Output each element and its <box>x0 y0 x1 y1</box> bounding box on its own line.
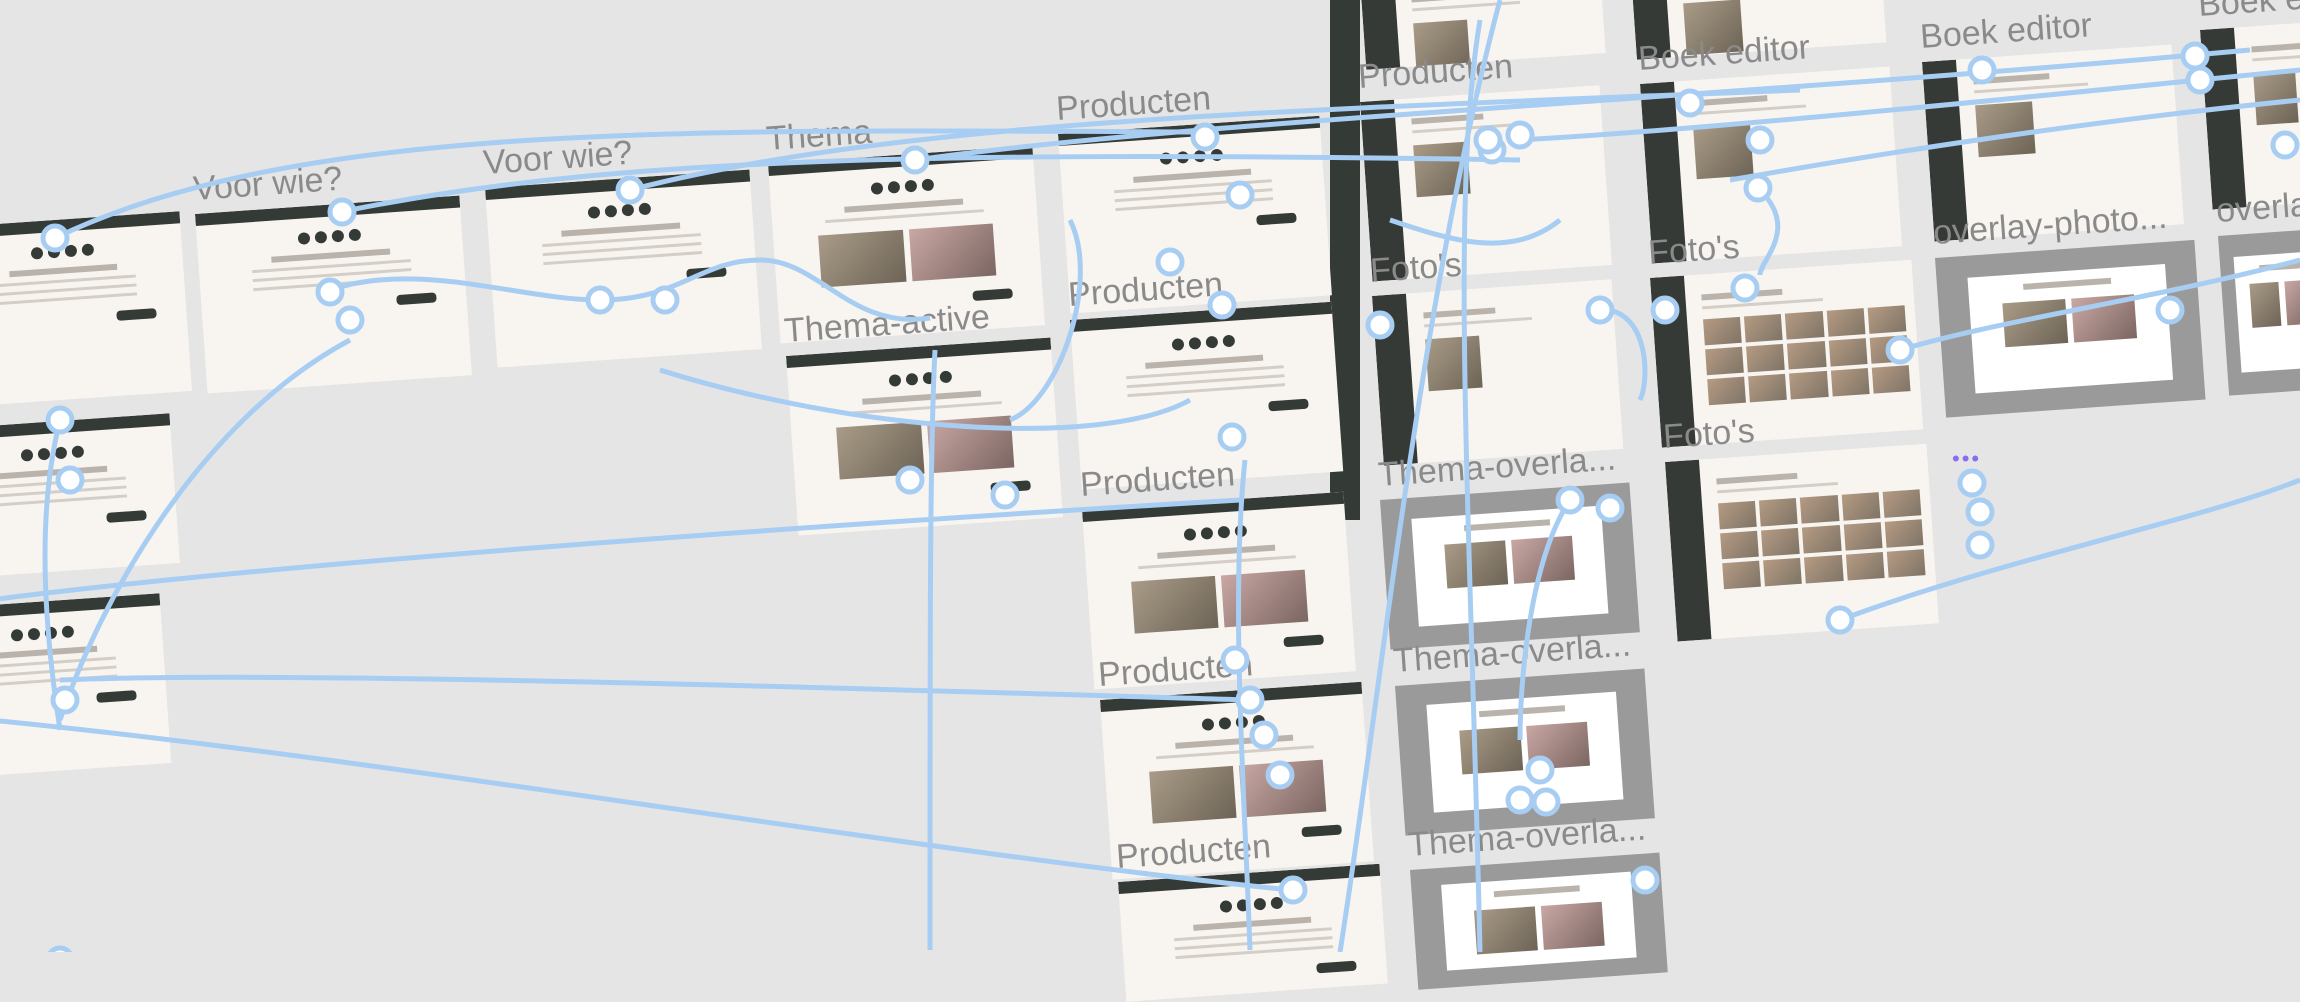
connection-line[interactable] <box>1519 67 2300 143</box>
connection-hotspot[interactable] <box>2185 65 2215 95</box>
connection-line[interactable] <box>1517 498 1573 741</box>
connection-hotspot[interactable] <box>585 285 615 315</box>
connection-hotspot[interactable] <box>1225 180 1255 210</box>
connection-hotspot[interactable] <box>1885 335 1915 365</box>
connection-hotspot[interactable] <box>1217 422 1247 452</box>
connection-hotspot[interactable] <box>55 465 85 495</box>
connection-hotspot[interactable] <box>615 175 645 205</box>
connection-hotspot[interactable] <box>1675 88 1705 118</box>
connection-line[interactable] <box>1839 477 2300 623</box>
connection-hotspot[interactable] <box>900 145 930 175</box>
connection-hotspot[interactable] <box>1585 295 1615 325</box>
connection-hotspot[interactable] <box>1743 173 1773 203</box>
connection-line[interactable] <box>1008 218 1083 423</box>
connection-line[interactable] <box>57 337 352 721</box>
connection-hotspot[interactable] <box>1278 875 1308 905</box>
connection-hotspot[interactable] <box>40 223 70 253</box>
connection-hotspot[interactable] <box>1235 685 1265 715</box>
connection-line[interactable] <box>42 419 63 731</box>
connection-hotspot[interactable] <box>1207 290 1237 320</box>
connection-line[interactable] <box>0 497 1241 602</box>
connection-hotspot[interactable] <box>50 685 80 715</box>
connection-hotspot[interactable] <box>1650 295 1680 325</box>
connection-line[interactable] <box>1729 97 2300 183</box>
connection-hotspot[interactable] <box>2180 41 2210 71</box>
connection-line[interactable] <box>1389 217 1562 246</box>
connection-hotspot[interactable] <box>2270 130 2300 160</box>
connection-hotspot[interactable] <box>1525 755 1555 785</box>
connection-hotspot[interactable] <box>1220 645 1250 675</box>
connection-line[interactable] <box>927 349 938 951</box>
connection-hotspot[interactable] <box>1473 125 1503 155</box>
connection-hotspot[interactable] <box>1505 785 1535 815</box>
connection-line[interactable] <box>914 47 2251 163</box>
connection-line[interactable] <box>349 154 1521 213</box>
connection-line[interactable] <box>59 674 1251 703</box>
connection-hotspot[interactable] <box>990 480 1020 510</box>
connection-hotspot[interactable] <box>1630 865 1660 895</box>
connection-line[interactable] <box>329 257 931 322</box>
connection-hotspot[interactable] <box>1555 485 1585 515</box>
connection-line[interactable] <box>1899 257 2300 353</box>
frame-placeholder <box>1316 960 1357 974</box>
connection-hotspot[interactable] <box>1595 493 1625 523</box>
connection-hotspot[interactable] <box>1505 120 1535 150</box>
connection-hotspot[interactable] <box>327 197 357 227</box>
connection-hotspot[interactable] <box>1730 273 1760 303</box>
connection-hotspot[interactable] <box>895 465 925 495</box>
connection-hotspot[interactable] <box>1265 760 1295 790</box>
connection-hotspot[interactable] <box>650 285 680 315</box>
connection-line[interactable] <box>659 367 1192 431</box>
connection-hotspot[interactable] <box>1967 55 1997 85</box>
connection-hotspot[interactable] <box>47 945 73 952</box>
connection-hotspot[interactable] <box>1531 787 1561 817</box>
connection-hotspot[interactable] <box>45 405 75 435</box>
connection-line[interactable] <box>0 718 1291 893</box>
connection-hotspot[interactable] <box>315 277 345 307</box>
connection-hotspot[interactable] <box>1965 497 1995 527</box>
connection-line[interactable] <box>1337 0 1503 952</box>
more-options-icon[interactable]: ••• <box>1952 446 1982 471</box>
connection-line[interactable] <box>1757 188 1781 276</box>
connection-line[interactable] <box>1461 19 1483 952</box>
connection-line[interactable] <box>629 87 1801 193</box>
connection-hotspot[interactable] <box>2155 295 2185 325</box>
connection-hotspot[interactable] <box>1190 122 1220 152</box>
connection-hotspot[interactable] <box>1745 125 1775 155</box>
connection-hotspot[interactable] <box>1249 720 1279 750</box>
connection-hotspot[interactable] <box>1957 468 1987 498</box>
connection-hotspot[interactable] <box>1365 310 1395 340</box>
connection-hotspot[interactable] <box>335 305 365 335</box>
connection-hotspot[interactable] <box>1965 530 1995 560</box>
connection-hotspot[interactable] <box>1825 605 1855 635</box>
prototype-connections <box>0 0 2300 952</box>
connection-hotspot[interactable] <box>1155 247 1185 277</box>
